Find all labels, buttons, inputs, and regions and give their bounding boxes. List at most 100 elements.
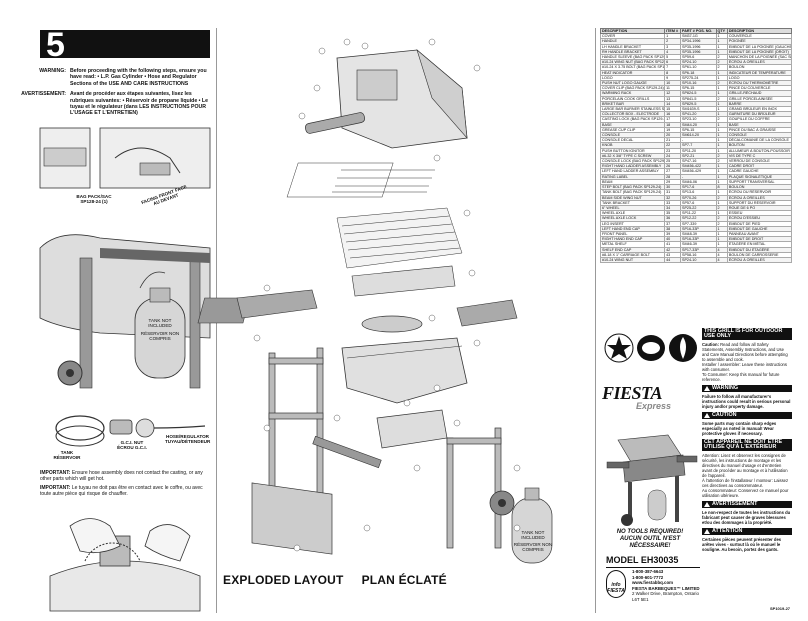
table-cell: #6-32 X 3/8" TYPE C SCREW — [599, 152, 666, 160]
table-cell: WHEEL AXLE LOCK — [599, 215, 666, 222]
important-fr-label: IMPORTANT: — [40, 485, 71, 491]
exploded-title-fr: PLAN ÉCLATÉ — [361, 573, 447, 587]
table-row: #10-24 X 3.75 BOLT (BAG PACK SP129-24)7S… — [599, 64, 793, 71]
outdoor-use-title: THIS GRILL IS FOR OUTDOOR USE ONLY — [702, 328, 792, 340]
table-cell: INDICATEUR DE TEMPÉRATURE — [726, 69, 793, 76]
fr-outdoor-title: CET APPAREIL NE DOIT ÊTRE UTILISÉ QU'À L… — [702, 439, 792, 451]
grill-product-image — [606, 434, 698, 526]
table-cell: 44 — [664, 256, 682, 264]
tank-label: TANK RÉSERVOIR — [53, 450, 81, 461]
table-row: LARGE BAR BURNER STAINLESS STEEL15SM1639… — [599, 106, 793, 113]
table-cell: ÉCROU D'ESSIEU — [726, 215, 793, 222]
fiesta-logo: FIESTA Express — [602, 383, 700, 413]
fr-attention-text: Attention: Lisez et observez les consign… — [702, 453, 788, 478]
table-cell: PORCELAIN COOK GRILLS — [599, 95, 666, 102]
table-cell: LH HANDLE BRACKET — [599, 43, 666, 50]
table-row: HANDLE SLEEVE (BAG PACK SP129-24)5SP59-6… — [599, 53, 793, 61]
table-cell: RH HANDLE BRACKET — [599, 48, 666, 56]
important-fr-text: Le tuyau ne doit pas être en contact ave… — [40, 485, 203, 497]
center-tank-not-included-label: TANK NOT INCLUDED — [521, 530, 545, 541]
fr-consumer-text: Au consommateur: Conservez ce manuel pou… — [702, 488, 789, 498]
tank-not-included-label: TANK NOT INCLUDED — [148, 318, 172, 329]
brand-sub: Express — [636, 401, 672, 411]
assembly-step-panel: 5 WARNING: Before proceeding with the fo… — [18, 26, 211, 613]
table-cell: CONSOLE LOCK (BAG PACK SP129-24) — [599, 158, 666, 165]
caution-text: Read and follow all Safety Statements, A… — [702, 342, 788, 362]
important-en-label: IMPORTANT: — [40, 470, 71, 476]
parts-header-qty: QTY — [715, 27, 728, 35]
table-cell: PINCE DU COUVERCLE — [726, 85, 793, 92]
table-cell: SUPPORT DU RÉSERVOIR — [726, 199, 793, 206]
table-cell: SP24-10 — [680, 256, 717, 264]
tank-install-illustration: BAG PACK/SAC SP128-24 (1) FACING FRONT F… — [39, 127, 211, 398]
consumer-text: To Consumer: Keep this manual for future… — [702, 372, 780, 382]
attention-header: ATTENTION — [702, 528, 792, 535]
table-cell: RIGHT HAND END CAP — [599, 236, 666, 243]
exploded-title-en: EXPLODED LAYOUT — [223, 573, 344, 587]
table-cell: 4 — [715, 256, 728, 264]
avertissement-text: Avant de procéder aux étapes suivantes, … — [70, 91, 208, 117]
regulator-drawing — [55, 415, 206, 447]
safety-box: THIS GRILL IS FOR OUTDOOR USE ONLY Cauti… — [702, 328, 792, 552]
warning-text: Before proceeding with the following ste… — [70, 68, 207, 87]
avertissement-label: AVERTISSEMENT: — [21, 91, 66, 98]
step-header-bar — [40, 30, 210, 58]
table-cell: COLLECTOR BOX - ELECTRODE — [599, 111, 666, 118]
table-cell: SUPPORT TRANSVERSAL — [726, 178, 793, 186]
table-cell: EMBOUT DE GAUCHE — [726, 225, 793, 232]
table-cell: PUSH NUT LOGO GAUGE — [599, 80, 666, 87]
table-cell: LEFT HAND LADDER ASSEMBLY — [599, 168, 666, 175]
fr-installer-text: À l'attention de l'installateur / monteu… — [702, 478, 789, 488]
table-cell: ÉCROU À OREILLES — [726, 256, 793, 264]
table-cell: #8-18 X 1" CARRIAGE BOLT — [599, 251, 666, 258]
exploded-layout-title: EXPLODED LAYOUT PLAN ÉCLATÉ — [223, 573, 465, 587]
valve-illustration — [40, 506, 210, 612]
table-cell: HANDLE SLEEVE (BAG PACK SP129-24) — [599, 53, 666, 61]
table-cell: ÉCROU À OREILLES — [726, 59, 793, 66]
table-cell: GRAND BRÛLEUR EN INOX — [726, 106, 793, 113]
parts-header-item: ITEM # — [664, 27, 682, 35]
document-code: SP1019-27 — [770, 606, 791, 611]
table-cell: CONSOLE DECAL — [599, 137, 666, 144]
table-cell: EMBOUT DE LA POIGNÉE (DROIT) — [726, 48, 793, 56]
table-cell: ÉCROU DU RÉSERVOIR — [726, 189, 793, 196]
table-cell: GRILLE PORCELAINISÉE — [726, 95, 793, 102]
avertissement-triangle-icon — [704, 502, 710, 507]
table-cell: ALLUMEUR À BOUTON-POUSSOIR — [726, 147, 793, 154]
info-fiesta-logo: info FIESTA — [606, 570, 626, 598]
table-cell: TANK BOLT (BAG PACK SP129-24) — [599, 189, 666, 196]
table-cell: PUSH BUTTON IGNITOR — [599, 147, 666, 154]
phone-2: 1-800-601-7772 — [632, 574, 664, 580]
center-reservoir-non-compris-label: RÉSERVOIR NON COMPRIS — [513, 542, 553, 553]
brand-name: FIESTA — [602, 383, 663, 403]
important-notes: IMPORTANT: Ensure hose assembly does not… — [40, 470, 210, 497]
table-cell: EMBOUT DE PIED — [726, 220, 793, 227]
table-cell: EMBOUT DE DROIT — [726, 236, 793, 243]
hose-regulator-label: HOSE/REGULATOR TUYAU/DÉTENDEUR — [165, 434, 211, 445]
table-cell: LARGE BAR BURNER STAINLESS STEEL — [599, 106, 666, 113]
table-cell: GARNITURE DU BRÛLEUR — [726, 111, 793, 118]
reservoir-non-compris-label: RÉSERVOIR NON COMPRIS — [140, 331, 180, 342]
caution-triangle-icon — [704, 413, 710, 418]
warning-header: WARNING — [702, 385, 792, 392]
parts-header-part: PART # POS. NO. — [680, 27, 717, 35]
installer-text: Installer / assembler: Leave these instr… — [702, 362, 787, 372]
caution-label: Caution: — [702, 342, 719, 347]
